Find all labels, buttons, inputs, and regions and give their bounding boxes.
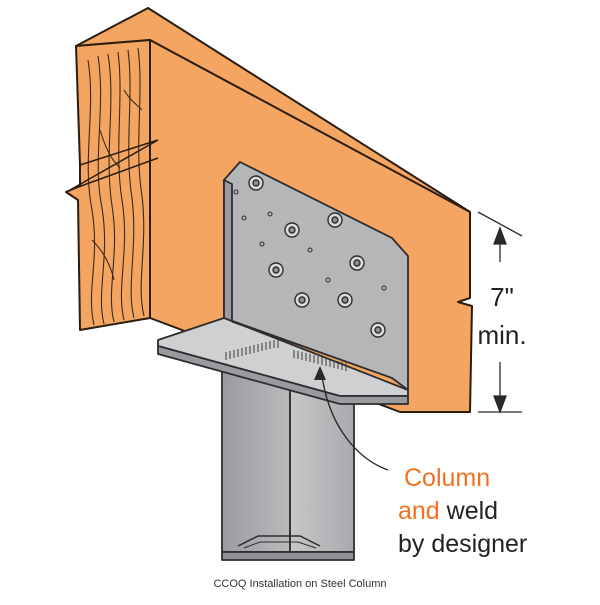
callout-line-1: Column (404, 464, 490, 492)
nail-holes (233, 189, 387, 291)
bolt (268, 262, 284, 278)
callout-line-3: by designer (398, 530, 527, 558)
wood-grain (87, 47, 145, 326)
beam-notch-line (69, 139, 159, 191)
callout-leader (321, 375, 389, 471)
bolt (248, 175, 264, 191)
steel-column (221, 354, 355, 561)
dimension-unit: min. (477, 320, 526, 350)
callout-line-2: and weld (398, 497, 498, 525)
callout-word-column: Column (404, 464, 490, 492)
callout-word-and: and (398, 497, 440, 525)
bolt (294, 292, 310, 308)
figure-caption: CCOQ Installation on Steel Column (213, 578, 387, 590)
callout-word-weld: weld (446, 497, 498, 525)
bolt (284, 222, 300, 238)
callout-arrowhead (314, 366, 326, 380)
bolt (337, 292, 353, 308)
weld-marks (225, 340, 347, 371)
bolt (370, 322, 386, 338)
bolt (349, 255, 365, 271)
bolt (327, 212, 343, 228)
bolts (248, 175, 386, 338)
dimension-indicator (477, 211, 523, 414)
column-base (221, 551, 355, 561)
cap-bracket (157, 161, 409, 405)
dimension-value: 7" (490, 282, 514, 312)
bracket-plate-edge (223, 179, 233, 323)
